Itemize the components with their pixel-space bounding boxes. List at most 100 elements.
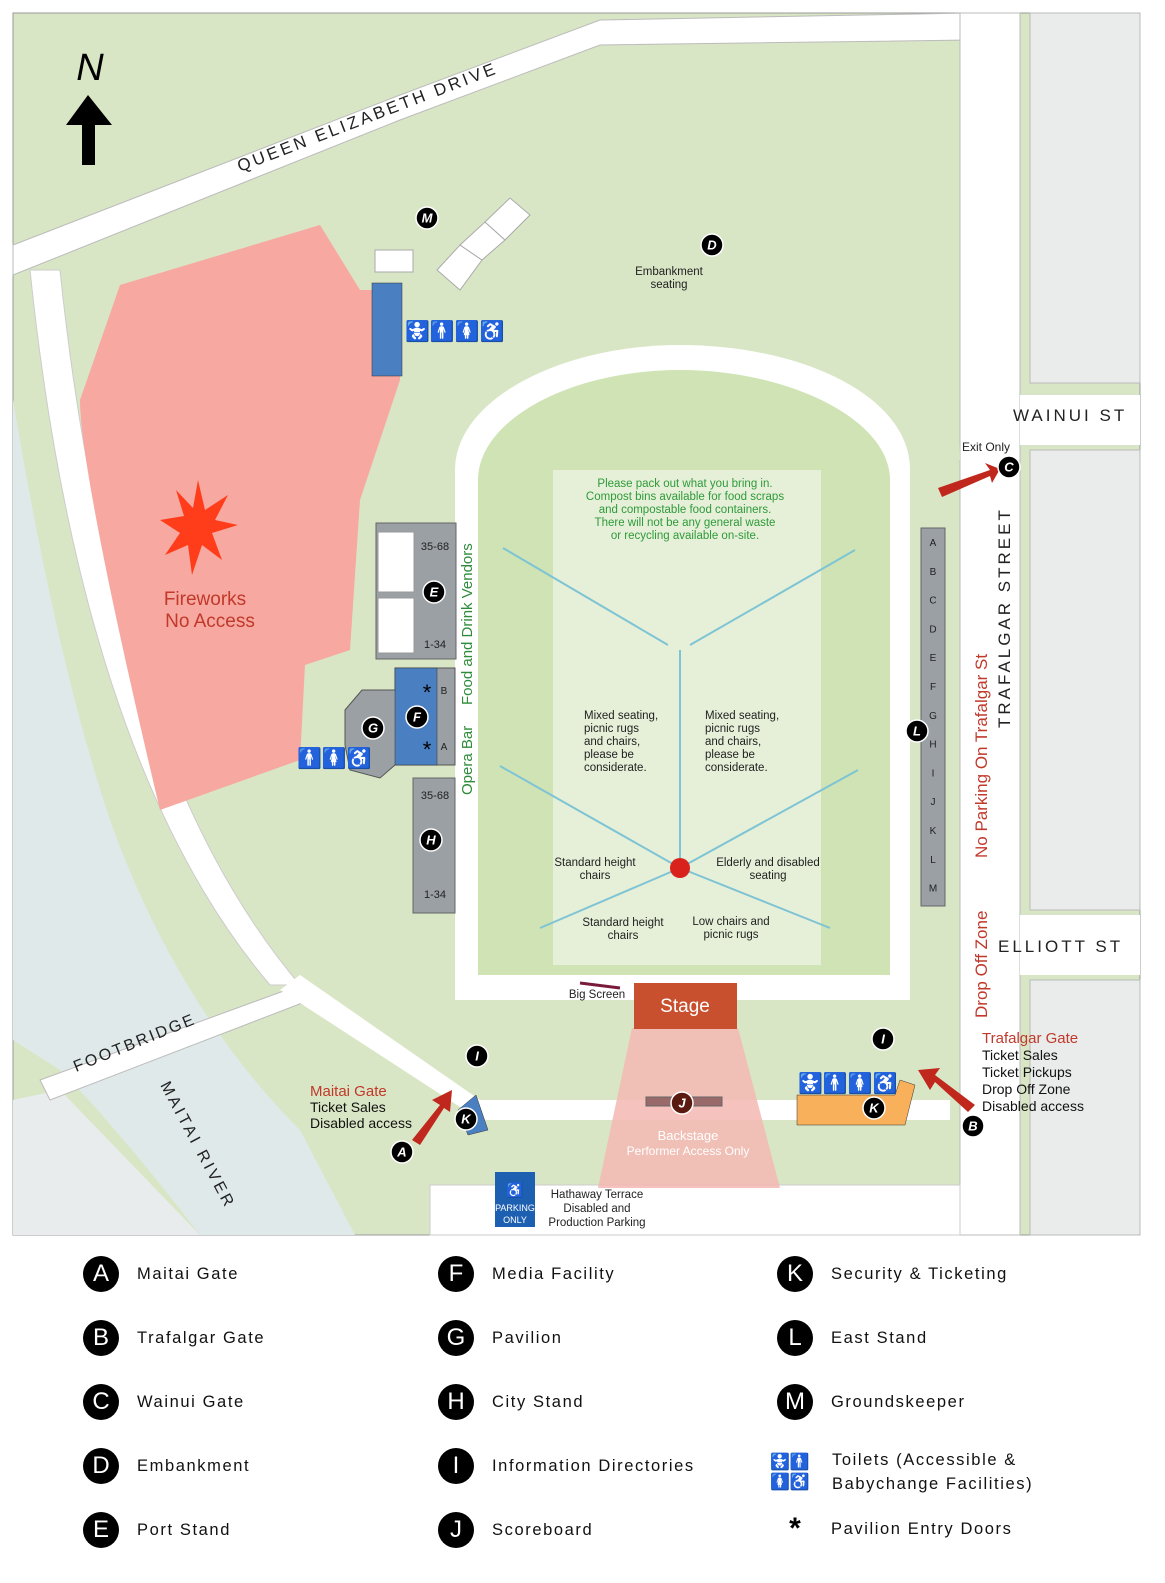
maitai-gate-line-1: Ticket Sales	[310, 1099, 386, 1115]
elliott-st-label: ELLIOTT ST	[998, 937, 1123, 956]
maitai-gate-line-2: Disabled access	[310, 1115, 412, 1131]
stage	[634, 983, 737, 1029]
east-stand-row-label: L	[930, 855, 936, 866]
security-marker-maitai-letter: K	[461, 1112, 472, 1127]
no-parking-label: No Parking On Trafalgar St	[972, 654, 991, 858]
opera-bar-label: Opera Bar	[459, 726, 476, 795]
legend-pavilion-doors: * Pavilion Entry Doors	[777, 1512, 1012, 1546]
pavilion-marker-letter: G	[368, 721, 378, 736]
mixed-left-4: please be	[584, 749, 634, 761]
wainui-st-label: WAINUI ST	[1013, 406, 1127, 425]
hathaway-1: Hathaway Terrace	[551, 1189, 643, 1201]
legend-label: Media Facility	[492, 1265, 616, 1283]
std-left-1: Standard height	[554, 857, 636, 869]
maitai-river	[13, 400, 355, 1235]
port-stand-marker	[422, 580, 446, 604]
legend-label: Information Directories	[492, 1457, 695, 1475]
legend-marker: J	[438, 1512, 474, 1548]
trafalgar-street-road	[959, 12, 1021, 1236]
fireworks-no-access-zone	[80, 225, 400, 810]
toilets-icon-top: 🚼🚹🚺♿	[405, 319, 505, 343]
legend-label: Trafalgar Gate	[137, 1329, 266, 1347]
fireworks-label-1: Fireworks	[164, 589, 246, 610]
exit-only-label: Exit Only	[962, 440, 1010, 454]
groundskeeper-marker-letter: M	[422, 211, 434, 226]
north-arrow-icon	[66, 95, 112, 165]
fireworks-icon	[160, 480, 238, 575]
legend-marker: H	[438, 1384, 474, 1420]
embankment-marker-letter: D	[707, 238, 717, 253]
trafalgar-gate-line-4: Disabled access	[982, 1098, 1084, 1114]
maitai-gate-title: Maitai Gate	[310, 1083, 387, 1100]
fireworks-label-2: No Access	[165, 611, 255, 632]
embankment-marker	[700, 233, 724, 257]
toilets-icon-pavilion: 🚹🚺♿	[297, 746, 372, 770]
food-vendors-label: Food and Drink Vendors	[459, 543, 476, 705]
pavilion-marker	[361, 716, 385, 740]
legend-label: Scoreboard	[492, 1521, 594, 1539]
centre-point	[670, 858, 690, 878]
embankment-label-1: Embankment	[635, 266, 704, 278]
parking-sign-text-1: PARKING	[495, 1203, 535, 1213]
zone-labels: Mixed seating, picnic rugs and chairs, p…	[554, 710, 819, 942]
top-facility	[371, 282, 403, 377]
pavilion: B A * *	[344, 667, 456, 779]
legend-marker: C	[83, 1384, 119, 1420]
security-building-trafalgar	[796, 1079, 916, 1126]
wheelchair-icon: ♿	[506, 1182, 523, 1199]
trafalgar-street-label: TRAFALGAR STREET	[995, 507, 1014, 728]
mixed-right-5: considerate.	[705, 762, 768, 774]
legend-item-l: L East Stand	[777, 1320, 928, 1356]
east-stand-row-label: B	[930, 567, 937, 578]
groundskeeper-sheds	[374, 197, 531, 291]
venue-map: Fireworks No Access N QUEEN ELIZABETH DR…	[12, 12, 1141, 1236]
security-marker-trafalgar	[862, 1096, 886, 1120]
media-facility-marker-letter: F	[413, 710, 422, 725]
mixed-left-5: considerate.	[584, 762, 647, 774]
std-bottom-2: chairs	[608, 930, 639, 942]
legend-label: East Stand	[831, 1329, 928, 1347]
block-se	[1029, 979, 1141, 1236]
seating-zone	[553, 470, 821, 965]
legend-toilets-line-2: Babychange Facilities)	[832, 1475, 1034, 1493]
mixed-right-2: picnic rugs	[705, 723, 760, 735]
city-stand-marker	[419, 828, 443, 852]
legend-label: Groundskeeper	[831, 1393, 966, 1411]
legend-marker: E	[83, 1512, 119, 1548]
drop-off-zone-label: Drop Off Zone	[972, 911, 991, 1018]
trafalgar-gate-arrow	[918, 1068, 975, 1112]
legend-marker: A	[83, 1256, 119, 1292]
legend-marker: D	[83, 1448, 119, 1484]
zone-dividers	[499, 547, 859, 929]
east-stand-row-label: I	[932, 768, 935, 779]
legend-toilets: 🚼🚹🚺♿ Toilets (Accessible & Babychange Fa…	[770, 1448, 1033, 1496]
port-stand-rows-top: 35-68	[421, 541, 449, 553]
east-stand-row-label: K	[930, 826, 937, 837]
embankment-area	[420, 100, 960, 460]
pavilion-door-a: A	[441, 742, 448, 753]
parking-sign	[495, 1172, 535, 1227]
east-stand-marker	[905, 719, 929, 743]
mixed-left-1: Mixed seating,	[584, 710, 658, 722]
info-directory-marker-east-letter: I	[881, 1032, 885, 1047]
pavilion-door-b: B	[441, 686, 448, 697]
east-stand-row-label: D	[929, 624, 936, 635]
trafalgar-gate-title: Trafalgar Gate	[982, 1030, 1078, 1047]
legend-item-j: J Scoreboard	[438, 1512, 593, 1548]
elderly-2: seating	[749, 870, 786, 882]
legend-label: Maitai Gate	[137, 1265, 239, 1283]
legend-marker: G	[438, 1320, 474, 1356]
legend-marker: L	[777, 1320, 813, 1356]
pavilion-door-icon-a: *	[423, 737, 432, 762]
east-stand-row-label: J	[931, 797, 936, 808]
port-stand-rows-bottom: 1-34	[424, 639, 446, 651]
legend-marker: K	[777, 1256, 813, 1292]
